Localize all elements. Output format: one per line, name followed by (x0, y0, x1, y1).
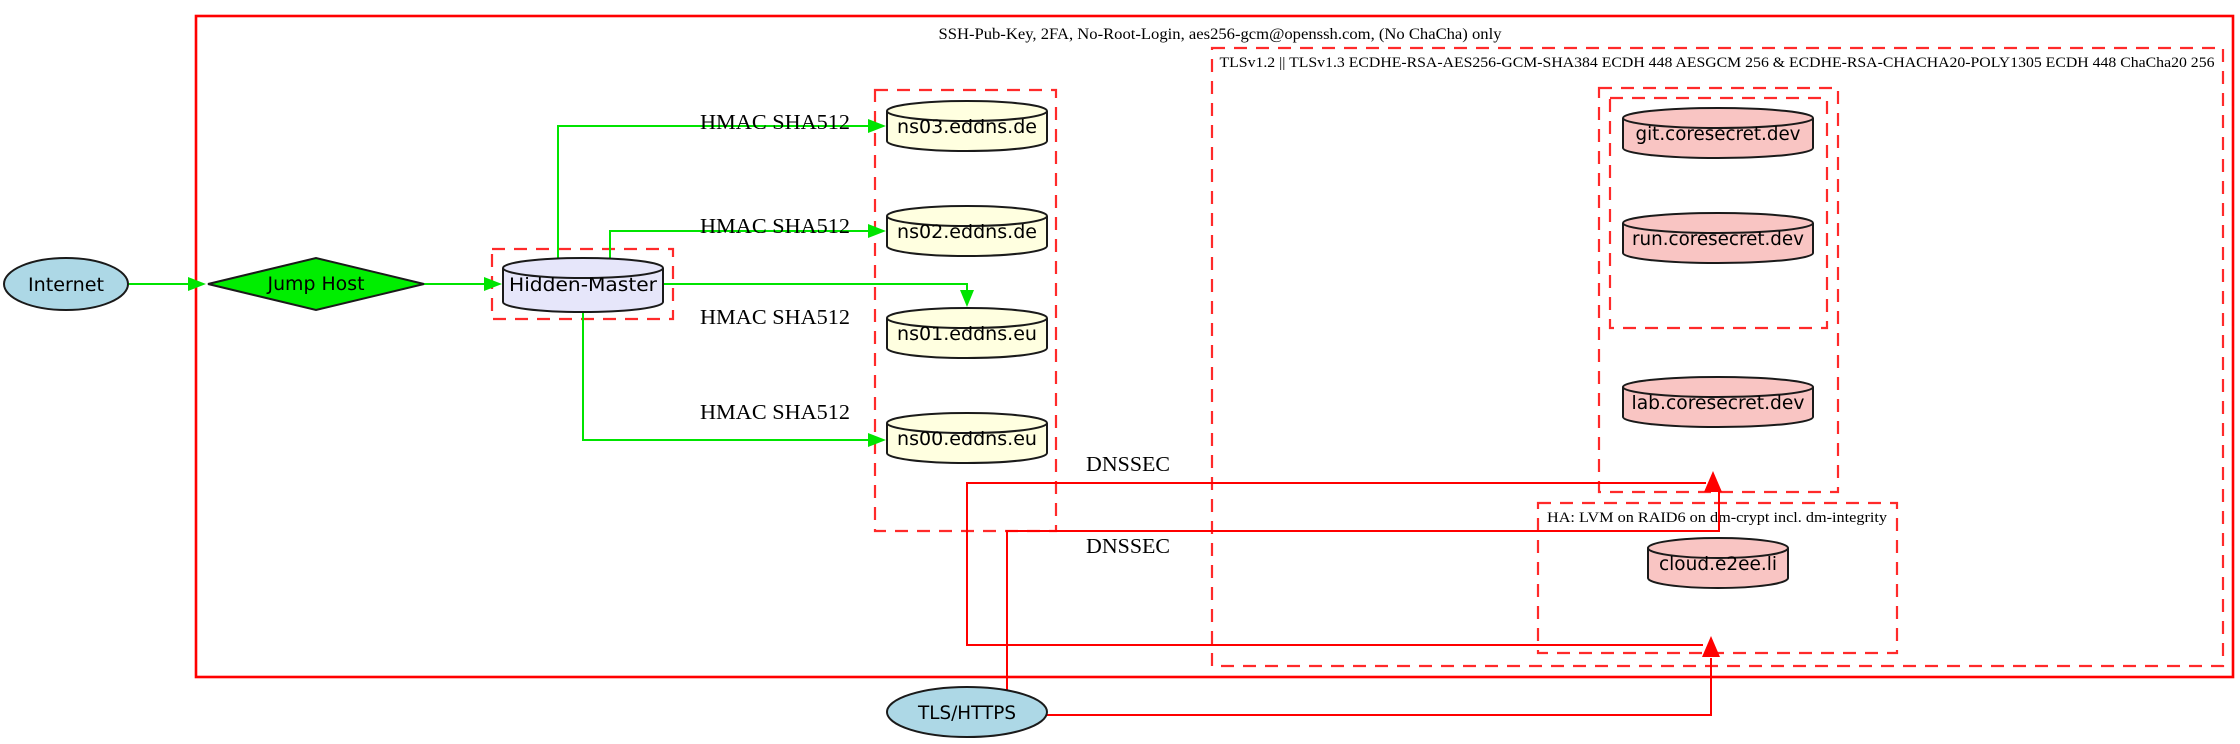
hmac-label-ns02: HMAC SHA512 (700, 214, 850, 238)
jump-host-label: Jump Host (267, 273, 365, 295)
arrowhead-ns01 (960, 290, 974, 307)
git-label: git.coresecret.dev (1636, 123, 1801, 145)
hidden-master-node (502, 257, 664, 313)
hidden-master-cylinder-arc (502, 267, 664, 279)
ns00-node (886, 412, 1048, 464)
arrowhead-ns03 (868, 119, 886, 133)
arrowhead-ha (1702, 636, 1720, 657)
edge-hiddenmaster-ns01 (663, 283, 968, 292)
internet-label: Internet (28, 274, 104, 296)
ns01-node (886, 307, 1048, 359)
edge-tls-coresecret (1006, 492, 1720, 690)
tls-https-label: TLS/HTTPS (917, 702, 1016, 724)
ns03-cylinder-arc (886, 110, 1048, 122)
run-cylinder-arc (1622, 222, 1814, 234)
ns03-node (886, 100, 1048, 152)
lab-node (1622, 376, 1814, 428)
ns01-label: ns01.eddns.eu (897, 323, 1037, 345)
cloud-cylinder-arc (1647, 547, 1789, 559)
lab-label: lab.coresecret.dev (1632, 392, 1805, 414)
coresecret-inner-box (1608, 96, 1829, 330)
ns00-label: ns00.eddns.eu (897, 428, 1037, 450)
ssh-boundary-label: SSH-Pub-Key, 2FA, No-Root-Login, aes256-… (939, 26, 1502, 43)
dnssec-label-coresecret: DNSSEC (1086, 452, 1170, 476)
edge-dns-ha-dnssec (966, 531, 1703, 646)
git-cylinder-arc (1622, 117, 1814, 129)
cloud-node (1647, 537, 1789, 589)
ns00-cylinder-arc (886, 422, 1048, 434)
hmac-label-ns03: HMAC SHA512 (700, 110, 850, 134)
git-node (1622, 107, 1814, 159)
dns-cluster-box (873, 88, 1058, 533)
edge-hiddenmaster-ns00 (582, 308, 870, 441)
hidden-master-label: Hidden-Master (509, 274, 657, 296)
ns02-label: ns02.eddns.de (897, 221, 1037, 243)
cloud-label: cloud.e2ee.li (1659, 553, 1777, 575)
edge-dns-coresecret-dnssec (966, 482, 1706, 531)
ns02-cylinder-arc (886, 215, 1048, 227)
ssh-boundary-box (194, 14, 2235, 679)
edge-tls-ha (1046, 658, 1712, 716)
dnssec-label-ha: DNSSEC (1086, 534, 1170, 558)
arrowhead-jumphost-hiddenmaster (484, 277, 502, 291)
hmac-label-ns00: HMAC SHA512 (700, 400, 850, 424)
arrowhead-ns00 (868, 433, 886, 447)
tls-boundary-label: TLSv1.2 || TLSv1.3 ECDHE-RSA-AES256-GCM-… (1220, 55, 2216, 71)
edge-hiddenmaster-ns02 (609, 230, 870, 262)
internet-node (3, 257, 129, 311)
ns02-node (886, 205, 1048, 257)
tls-https-node (886, 686, 1048, 738)
tls-boundary-box (1210, 46, 2225, 668)
edge-hiddenmaster-ns03 (557, 125, 870, 262)
arrowhead-internet-jumphost (188, 277, 206, 291)
arrowhead-ns02 (868, 224, 886, 238)
ns01-cylinder-arc (886, 317, 1048, 329)
lab-cylinder-arc (1622, 386, 1814, 398)
arrowhead-coresecret (1704, 471, 1722, 492)
hmac-label-ns01: HMAC SHA512 (700, 305, 850, 329)
ns03-label: ns03.eddns.de (897, 116, 1037, 138)
run-label: run.coresecret.dev (1632, 228, 1804, 250)
coresecret-outer-box (1597, 86, 1840, 494)
jump-host-node (207, 256, 425, 312)
ha-storage-label: HA: LVM on RAID6 on dm-crypt incl. dm-in… (1547, 510, 1888, 526)
run-node (1622, 212, 1814, 264)
